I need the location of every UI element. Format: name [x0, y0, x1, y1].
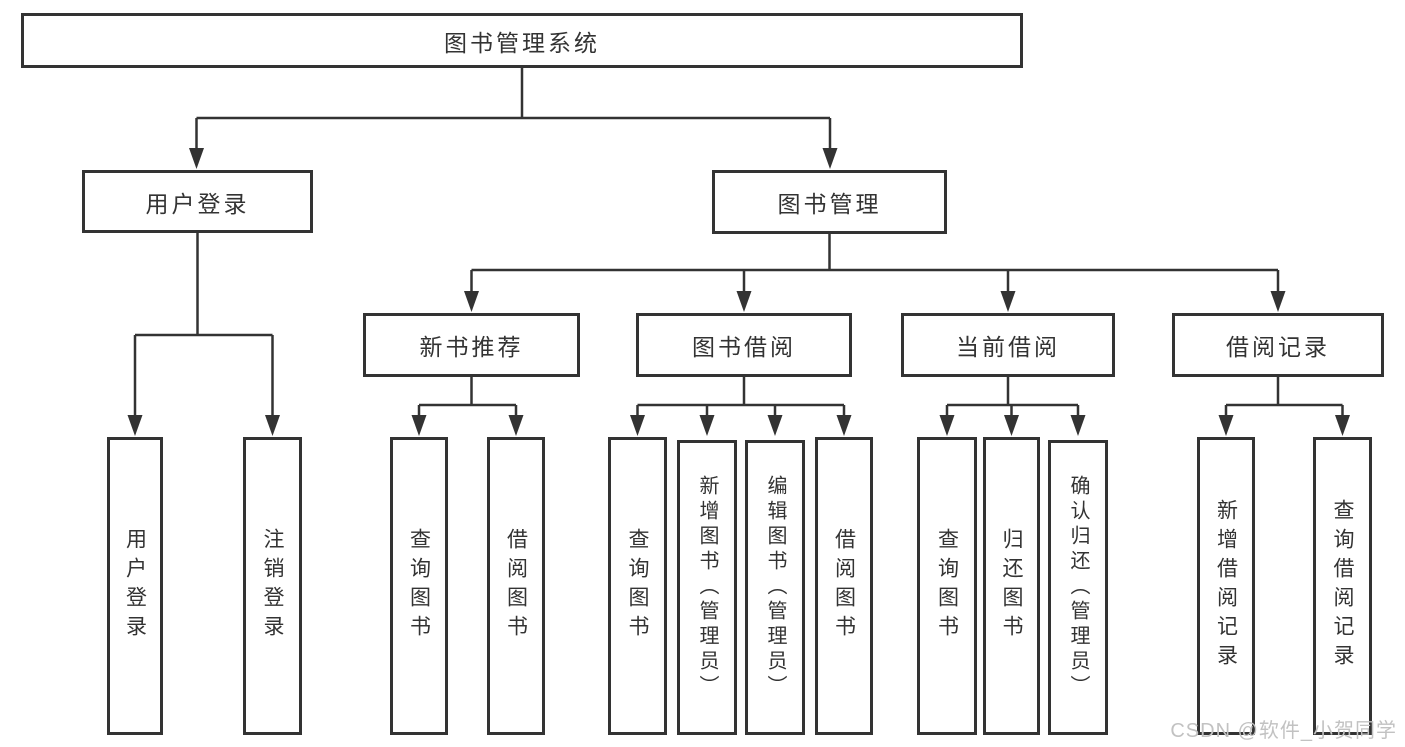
leaf-logout: 注销登录: [243, 437, 302, 735]
node-label: 新增借阅记录: [1214, 499, 1238, 673]
leaf-return-book: 归还图书: [983, 437, 1040, 735]
node-label: 查询借阅记录: [1331, 499, 1354, 673]
leaf-confirm-return-admin: 确认归还（管理员）: [1048, 440, 1108, 735]
leaf-add-borrow-record: 新增借阅记录: [1197, 437, 1255, 735]
leaf-query-borrow-record: 查询借阅记录: [1313, 437, 1372, 735]
leaf-borrow-books-2: 借阅图书: [815, 437, 873, 735]
node-book-management: 图书管理: [712, 170, 947, 234]
node-label: 新增图书（管理员）: [696, 475, 718, 700]
node-label: 查询图书: [626, 528, 649, 644]
node-label: 归还图书: [1000, 528, 1023, 644]
node-user-login: 用户登录: [82, 170, 313, 233]
node-label: 查询图书: [935, 528, 959, 644]
node-root-library-system: 图书管理系统: [21, 13, 1023, 68]
node-label: 图书借阅: [692, 334, 796, 360]
leaf-borrow-books: 借阅图书: [487, 437, 545, 735]
leaf-user-login: 用户登录: [107, 437, 163, 735]
node-current-borrowing: 当前借阅: [901, 313, 1115, 377]
csdn-watermark: CSDN @软件_小贺同学: [1170, 720, 1397, 742]
node-label: 当前借阅: [956, 334, 1060, 360]
node-label: 借阅图书: [504, 528, 528, 644]
node-label: 图书管理: [777, 191, 882, 217]
node-label: 用户登录: [145, 190, 250, 217]
node-label: 用户登录: [123, 528, 147, 644]
node-label: 借阅记录: [1226, 334, 1330, 360]
node-label: 借阅图书: [832, 528, 856, 644]
node-label: 图书管理系统: [444, 29, 600, 56]
node-label: 编辑图书（管理员）: [764, 475, 786, 700]
node-label: 查询图书: [407, 528, 431, 644]
leaf-edit-book-admin: 编辑图书（管理员）: [745, 440, 805, 735]
node-new-book-recommend: 新书推荐: [363, 313, 580, 377]
node-label: 新书推荐: [419, 334, 524, 360]
node-label: 注销登录: [261, 528, 284, 644]
leaf-query-books: 查询图书: [390, 437, 448, 735]
leaf-query-books-3: 查询图书: [917, 437, 977, 735]
node-book-borrowing: 图书借阅: [636, 313, 852, 377]
leaf-add-book-admin: 新增图书（管理员）: [677, 440, 737, 735]
leaf-query-books-2: 查询图书: [608, 437, 667, 735]
node-label: 确认归还（管理员）: [1067, 475, 1089, 700]
node-borrow-records: 借阅记录: [1172, 313, 1384, 377]
